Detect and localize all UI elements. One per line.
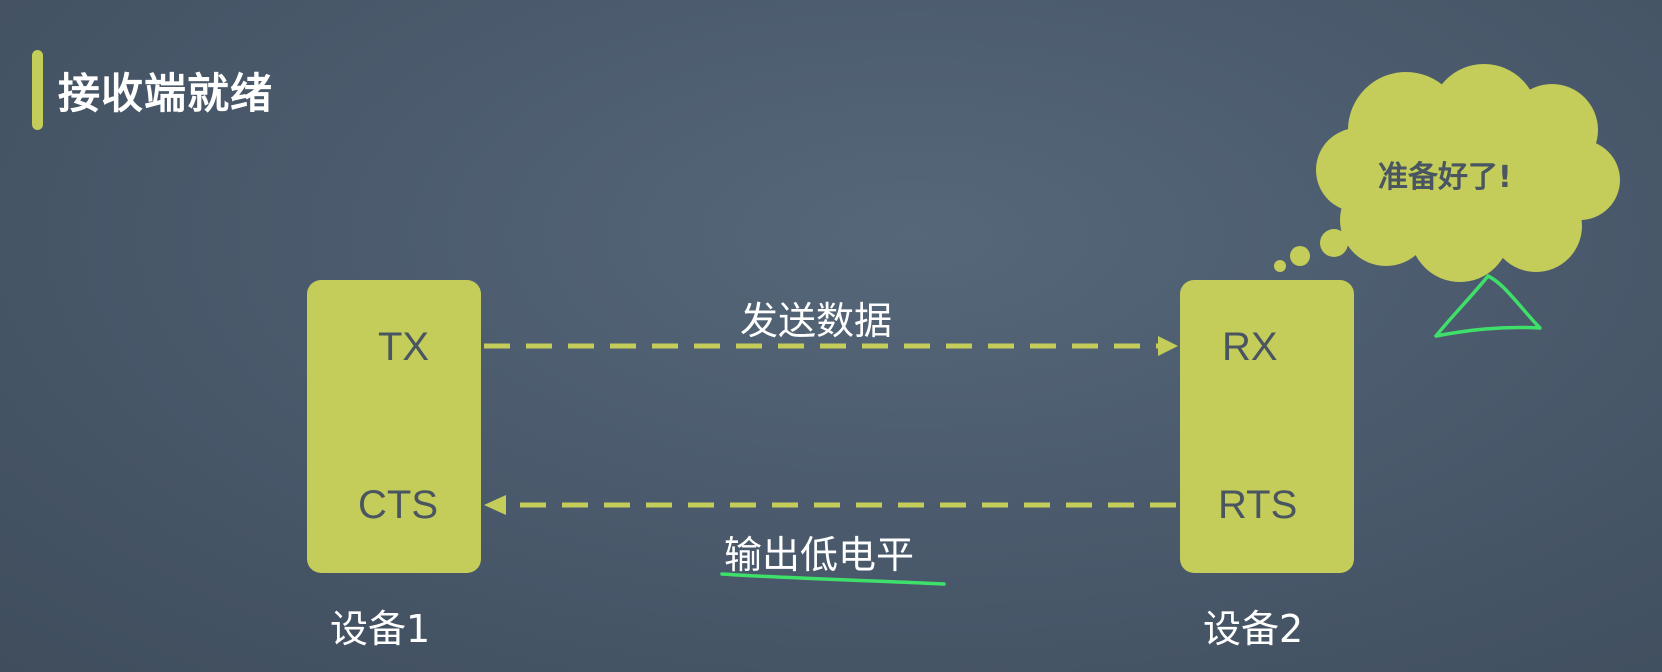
device1-box bbox=[307, 280, 481, 573]
device2-rx-label: RX bbox=[1222, 325, 1278, 369]
device1-tx-label: TX bbox=[378, 325, 430, 369]
device2-name: 设备2 bbox=[1203, 607, 1304, 651]
output-low-level-label: 输出低电平 bbox=[724, 533, 915, 577]
tx-to-rx-arrowhead bbox=[1158, 336, 1178, 356]
device1-cts-label: CTS bbox=[358, 483, 438, 527]
send-data-label: 发送数据 bbox=[740, 299, 893, 343]
thought-bubble-text: 准备好了! bbox=[1378, 160, 1512, 195]
handwritten-underline bbox=[720, 572, 946, 586]
handwritten-triangle-mark bbox=[1434, 274, 1542, 338]
thought-bubble bbox=[1274, 64, 1620, 282]
device2-box bbox=[1180, 280, 1354, 573]
slide-title: 接收端就绪 bbox=[58, 69, 274, 118]
title-accent-bar bbox=[32, 50, 43, 130]
rts-to-cts-arrowhead bbox=[484, 495, 506, 515]
device2-rts-label: RTS bbox=[1218, 483, 1298, 527]
device1-name: 设备1 bbox=[330, 607, 431, 651]
